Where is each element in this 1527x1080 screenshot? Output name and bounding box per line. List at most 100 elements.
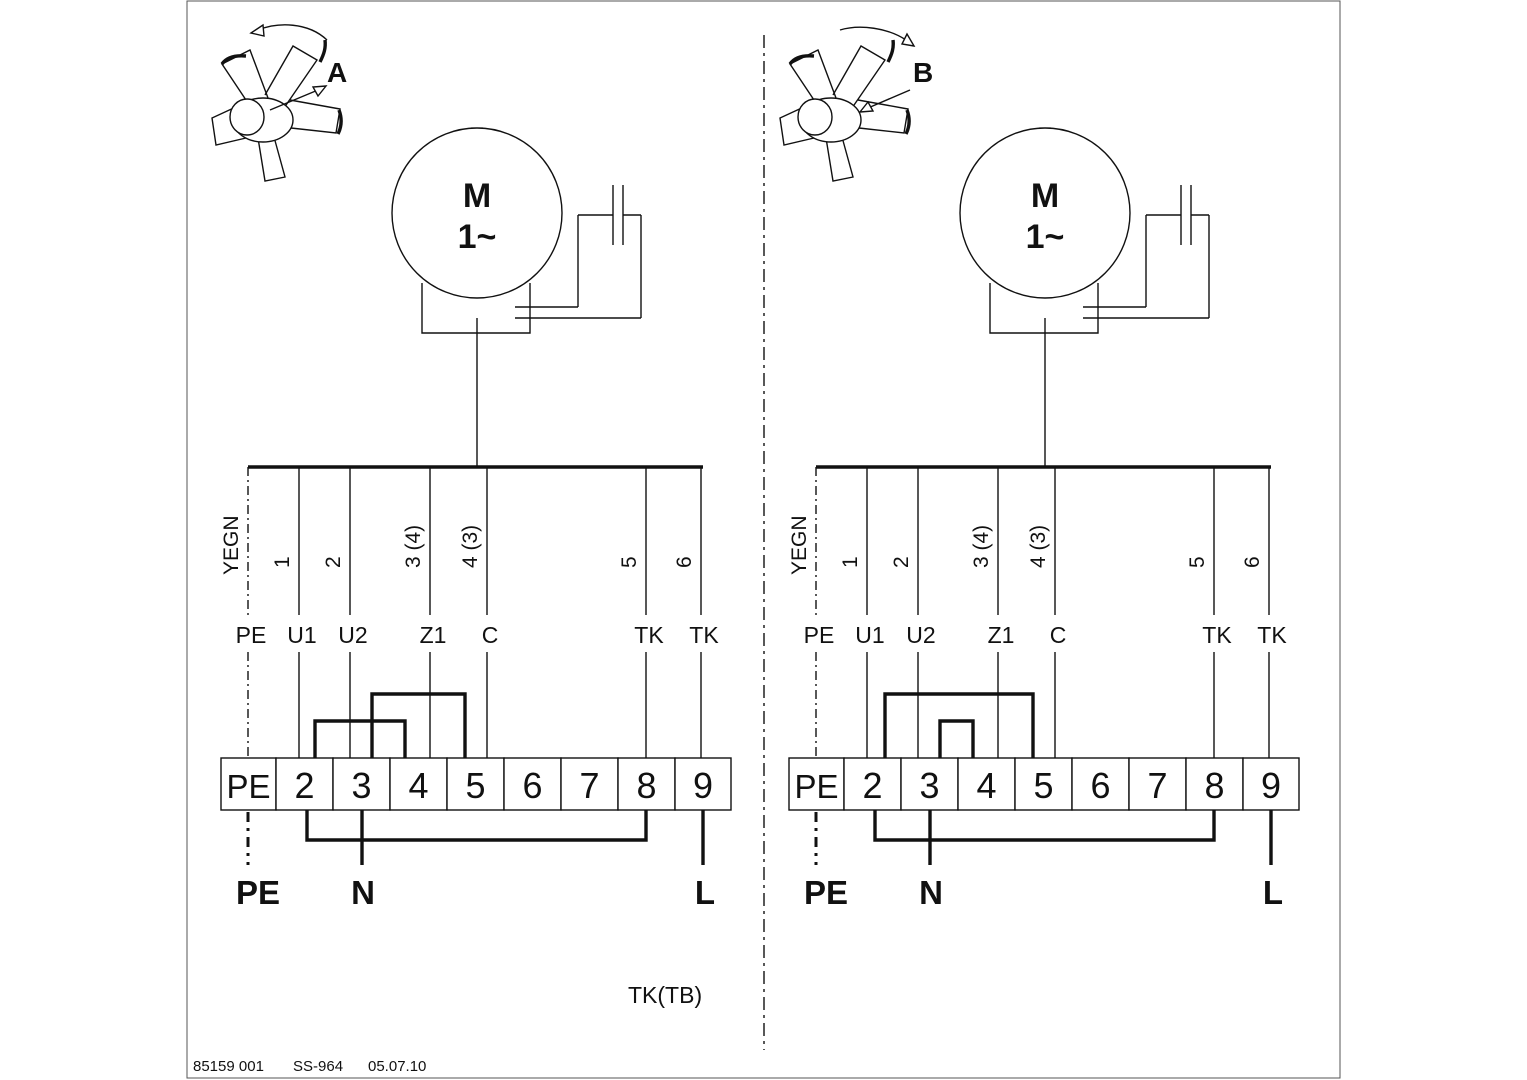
terminal-number: 6 <box>522 765 542 806</box>
terminal-label: TK <box>634 622 664 648</box>
wire-color-label: 1 <box>839 556 862 568</box>
terminal-number: 9 <box>693 765 713 806</box>
footer-date: 05.07.10 <box>368 1058 426 1075</box>
fan-blade-tip <box>318 39 327 63</box>
terminal-label: U1 <box>855 622 884 648</box>
terminal-number: 8 <box>1204 765 1224 806</box>
terminal-number: 7 <box>579 765 599 806</box>
terminal-label: Z1 <box>988 622 1015 648</box>
thermal-contact-note: TK(TB) <box>628 982 702 1008</box>
terminal-cell <box>332 757 391 811</box>
terminal-cell <box>900 757 959 811</box>
wire-color-label: 4 (3) <box>459 525 482 568</box>
terminal-number: 9 <box>1261 765 1281 806</box>
fan-icon: A <box>211 23 347 182</box>
terminal-cell <box>1185 757 1244 811</box>
wire-color-label: 5 <box>618 556 641 568</box>
fan-blade <box>832 45 887 109</box>
wire-color-label: 5 <box>1186 556 1209 568</box>
supply-n-label: N <box>919 874 943 911</box>
terminal-label: TK <box>1202 622 1232 648</box>
fan-blade <box>264 45 319 109</box>
terminal-label: C <box>482 622 499 648</box>
terminal-number: 7 <box>1147 765 1167 806</box>
terminal-cell <box>1128 757 1187 811</box>
wire-color-label: 6 <box>1241 556 1264 568</box>
airflow-arrowhead <box>858 100 875 113</box>
rotation-arrowhead <box>249 23 265 37</box>
fan-icon: B <box>779 26 933 182</box>
terminal-cell <box>446 757 505 811</box>
airflow-arrow <box>269 89 319 111</box>
fan-blade-tip <box>886 39 895 63</box>
terminal-cell <box>1242 757 1300 811</box>
fan-blade <box>257 136 286 182</box>
wire-color-label: 6 <box>673 556 696 568</box>
wire-color-label: 3 (4) <box>970 525 993 568</box>
fan-blade <box>289 99 341 134</box>
terminal-cell <box>1014 757 1073 811</box>
rotation-arrowhead <box>900 32 916 47</box>
terminal-number: 2 <box>862 765 882 806</box>
fan-blade-tip <box>336 109 343 135</box>
drawing-frame <box>186 0 1341 1079</box>
terminal-number: 4 <box>408 765 428 806</box>
terminal-label: U2 <box>338 622 367 648</box>
terminal-label: TK <box>689 622 719 648</box>
terminal-cell <box>220 757 277 811</box>
terminal-number: 8 <box>636 765 656 806</box>
terminal-number: PE <box>226 768 270 805</box>
supply-n-label: N <box>351 874 375 911</box>
fan-blade <box>857 99 909 134</box>
rotation-label: A <box>327 57 347 88</box>
footer-ref: SS-964 <box>293 1058 343 1075</box>
rotation-arrow <box>839 26 907 41</box>
terminal-label: U2 <box>906 622 935 648</box>
motor-symbol <box>391 127 563 299</box>
terminal-cell <box>674 757 732 811</box>
motor-label: M <box>463 177 491 215</box>
neutral-bridge <box>305 810 648 842</box>
terminal-number: 4 <box>976 765 996 806</box>
terminal-cell <box>617 757 676 811</box>
jumper-bridge <box>883 692 1035 758</box>
wire-color-label: 4 (3) <box>1027 525 1050 568</box>
terminal-cell <box>503 757 562 811</box>
fan-hub-cap <box>229 98 265 136</box>
terminal-number: 3 <box>919 765 939 806</box>
wire-color-label: 3 (4) <box>402 525 425 568</box>
terminal-cell <box>957 757 1016 811</box>
motor-terminal-box <box>421 283 531 334</box>
terminal-label: PE <box>236 622 267 648</box>
rotation-label: B <box>913 57 933 88</box>
terminal-number: 5 <box>465 765 485 806</box>
fan-blade-tip <box>788 54 815 66</box>
terminal-number: 6 <box>1090 765 1110 806</box>
terminal-label: U1 <box>287 622 316 648</box>
jumper-bridge <box>938 719 975 758</box>
supply-l-label: L <box>1263 874 1283 911</box>
terminal-label: C <box>1050 622 1067 648</box>
terminal-number: 5 <box>1033 765 1053 806</box>
terminal-cell <box>560 757 619 811</box>
airflow-arrowhead <box>311 85 328 98</box>
neutral-bridge <box>873 810 1216 842</box>
wire-color-label: 2 <box>890 556 913 568</box>
motor-phase-label: 1~ <box>1026 218 1065 256</box>
motor-terminal-box <box>989 283 1099 334</box>
terminal-number: 3 <box>351 765 371 806</box>
terminal-label: Z1 <box>420 622 447 648</box>
terminal-cell <box>788 757 845 811</box>
terminal-label: PE <box>804 622 835 648</box>
rotation-arrow <box>257 24 328 41</box>
airflow-arrow <box>867 89 911 109</box>
jumper-bridge <box>313 719 407 758</box>
jumper-bridge <box>370 692 467 758</box>
motor-label: M <box>1031 177 1059 215</box>
supply-l-label: L <box>695 874 715 911</box>
wire-color-label: YEGN <box>788 515 811 575</box>
fan-blade-tip <box>904 109 911 135</box>
supply-pe-label: PE <box>236 874 280 911</box>
terminal-number: 2 <box>294 765 314 806</box>
